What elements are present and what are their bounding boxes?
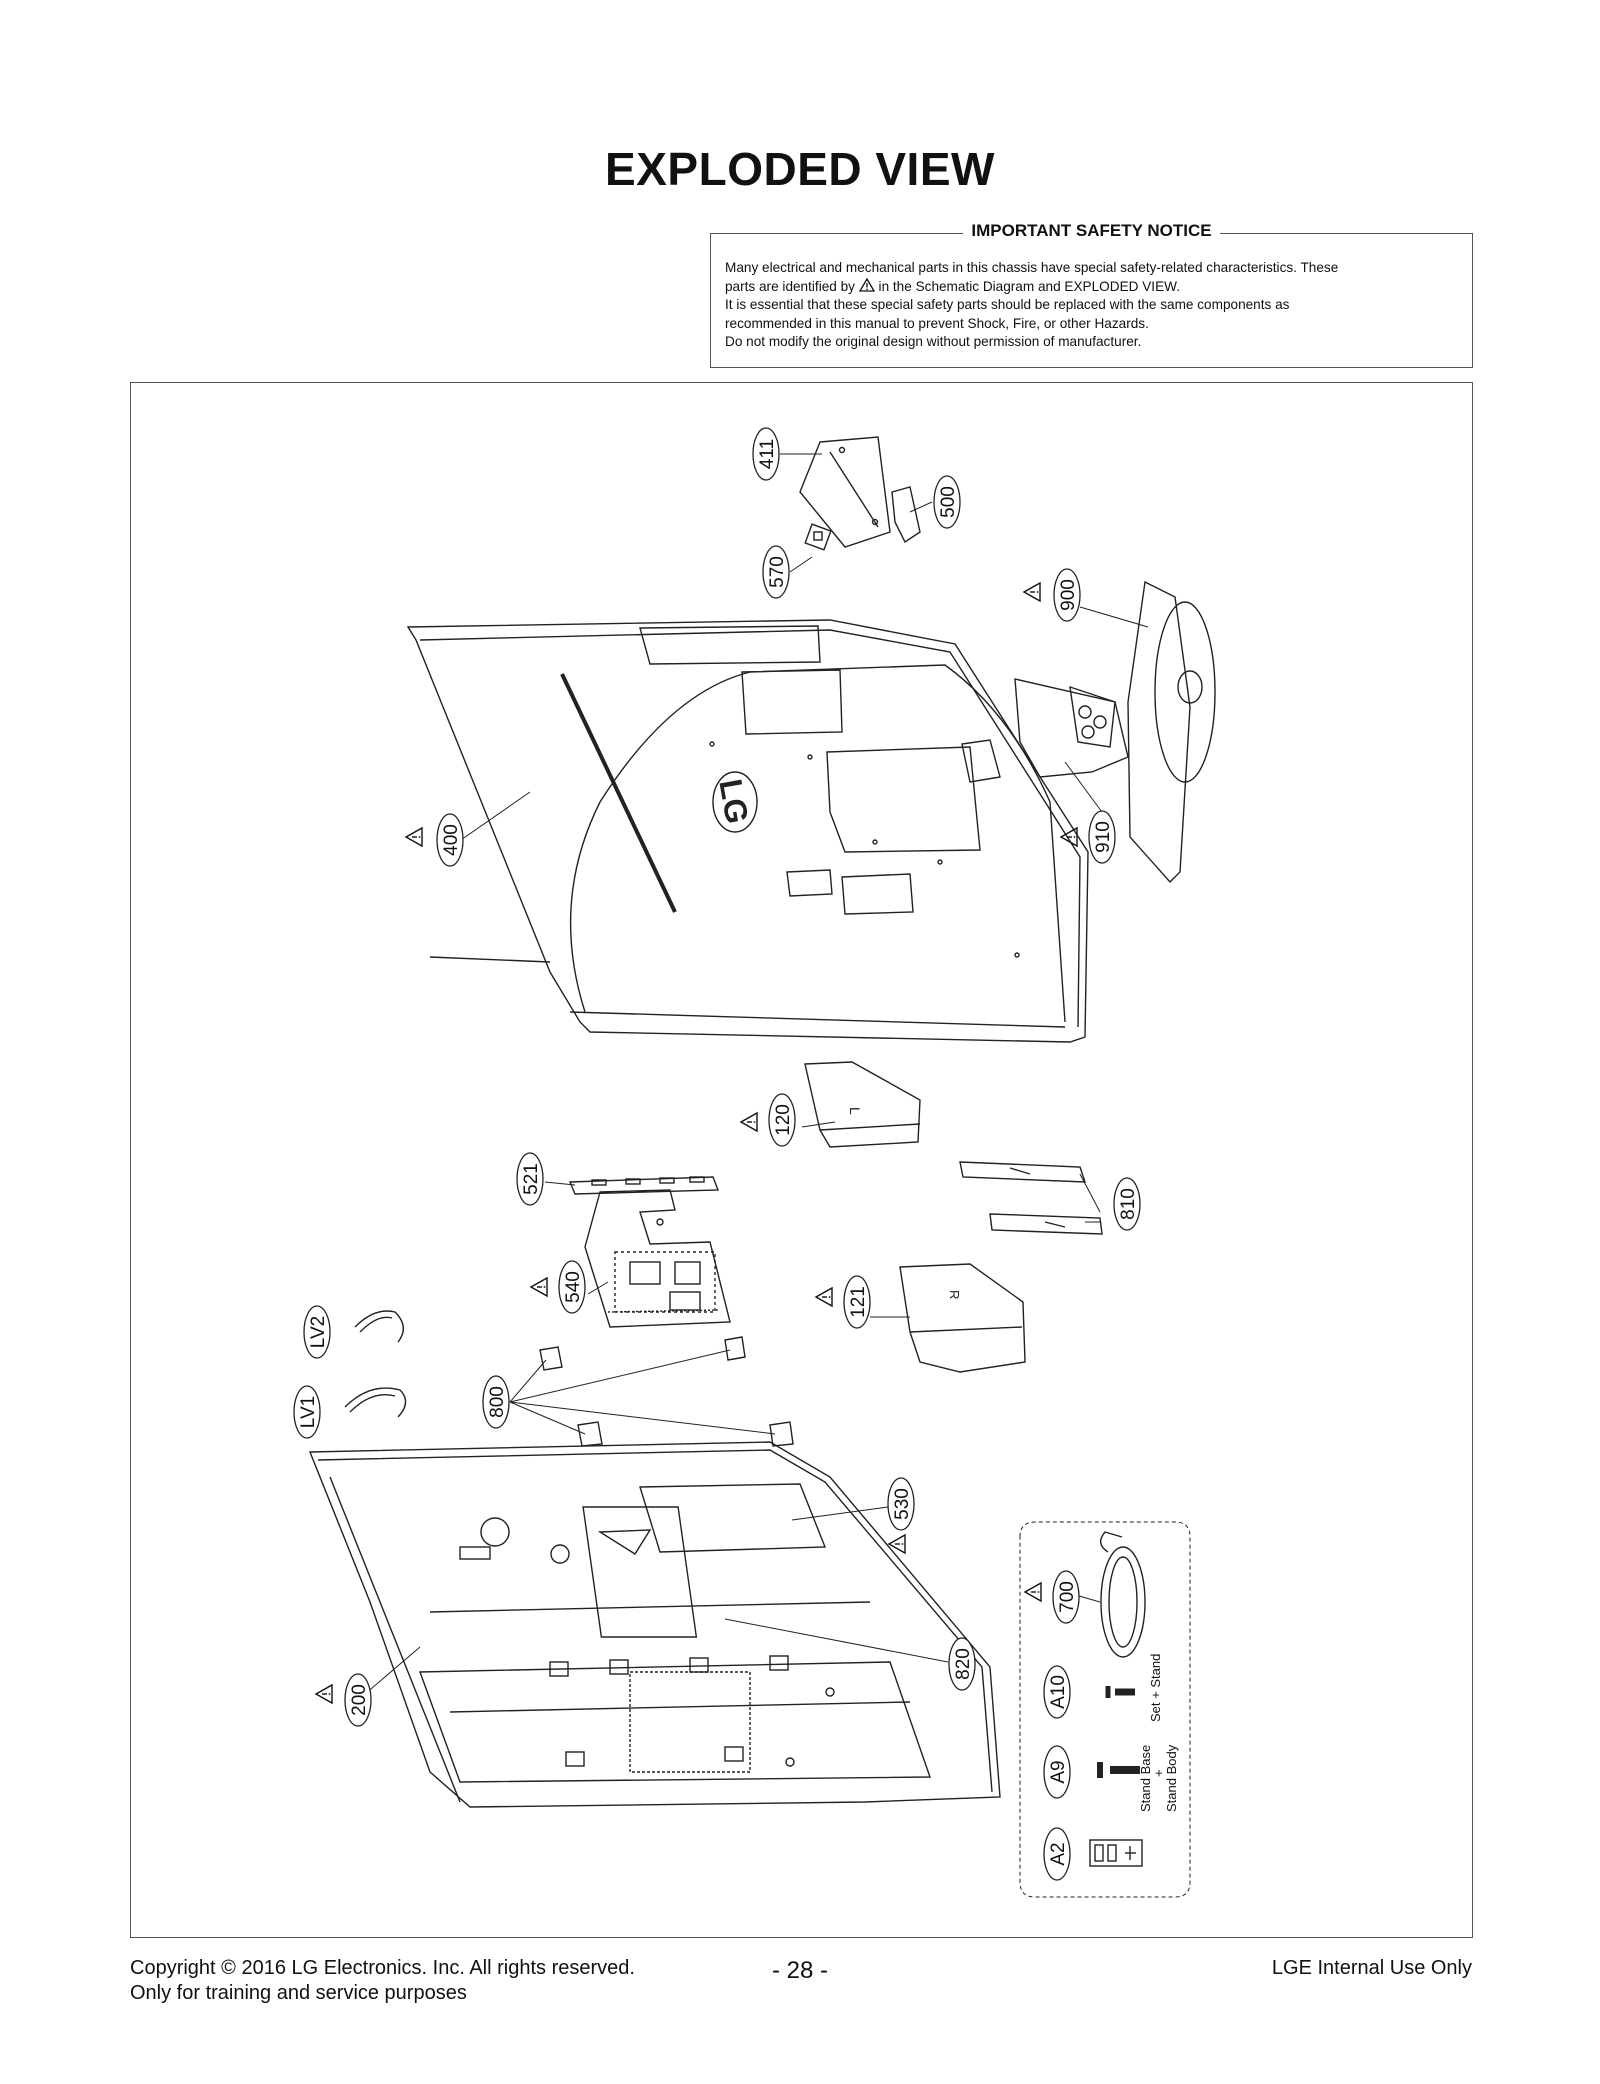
callout-200: 200 — [344, 1673, 372, 1727]
callout-820: 820 — [948, 1637, 976, 1691]
part-700-power-cord — [1100, 1531, 1146, 1658]
callout-lv2: LV2 — [303, 1305, 331, 1359]
svg-text:120: 120 — [773, 1104, 794, 1136]
callout-900: 900 — [1053, 568, 1081, 622]
svg-text:L: L — [847, 1107, 863, 1115]
callout-800: 800 — [482, 1375, 510, 1429]
leader-lines — [357, 453, 1149, 1701]
warning-icon — [815, 1287, 833, 1307]
notice-line: recommended in this manual to prevent Sh… — [725, 315, 1149, 331]
svg-text:A9: A9 — [1048, 1760, 1069, 1783]
callout-121: 121 — [843, 1275, 871, 1329]
warning-icon — [405, 827, 423, 847]
svg-text:810: 810 — [1118, 1188, 1139, 1220]
callout-120: 120 — [768, 1093, 796, 1147]
callout-530: 530 — [887, 1477, 915, 1531]
callout-a10: A10 — [1043, 1665, 1071, 1719]
callout-540: 540 — [558, 1260, 586, 1314]
svg-text:530: 530 — [892, 1488, 913, 1520]
warning-triangle-icon — [858, 277, 875, 292]
part-540-main-board — [584, 1189, 731, 1328]
safety-notice-box: IMPORTANT SAFETY NOTICE Many electrical … — [710, 221, 1473, 368]
part-lv1-cable — [344, 1387, 407, 1418]
svg-text:LV2: LV2 — [308, 1316, 329, 1348]
exploded-view-diagram: LG L — [293, 427, 1216, 1898]
part-400-back-cover: LG — [406, 619, 1089, 1043]
warning-icon — [1023, 582, 1041, 602]
part-a2-label — [1089, 1839, 1143, 1867]
callout-500: 500 — [933, 475, 961, 529]
safety-notice-title: IMPORTANT SAFETY NOTICE — [963, 221, 1220, 240]
copyright-text: Copyright © 2016 LG Electronics. Inc. Al… — [130, 1957, 635, 1979]
warning-icon — [740, 1112, 758, 1132]
label-stand-base: Stand Base — [1138, 1745, 1153, 1812]
part-570-board — [804, 523, 832, 551]
part-a10-screw — [1105, 1686, 1135, 1698]
lg-logo: LG — [712, 776, 755, 826]
callout-411: 411 — [752, 427, 780, 481]
label-set-stand: Set + Stand — [1148, 1654, 1163, 1722]
svg-text:570: 570 — [767, 556, 788, 588]
part-200-panel — [308, 1441, 1001, 1808]
svg-text:820: 820 — [953, 1648, 974, 1680]
diagram-frame — [130, 382, 1473, 1938]
part-500-clip — [891, 486, 921, 544]
label-plus: + — [1151, 1769, 1166, 1777]
purpose-text: Only for training and service purposes — [130, 1982, 467, 2004]
part-900-stand-base — [1127, 580, 1216, 884]
screw-labels: Set + Stand Stand Base + Stand Body — [1138, 1654, 1179, 1812]
part-521-bracket — [568, 1176, 720, 1195]
svg-text:200: 200 — [349, 1684, 370, 1716]
callout-570: 570 — [762, 545, 790, 599]
svg-text:411: 411 — [757, 439, 778, 469]
warning-icon — [1024, 1582, 1042, 1602]
notice-line: Do not modify the original design withou… — [725, 334, 1142, 349]
part-800-brackets — [539, 1336, 794, 1447]
notice-line: Many electrical and mechanical parts in … — [725, 260, 1339, 275]
svg-text:700: 700 — [1057, 1581, 1078, 1613]
svg-text:A10: A10 — [1048, 1675, 1069, 1709]
callout-lv1: LV1 — [293, 1385, 321, 1439]
callout-700: 700 — [1052, 1570, 1080, 1624]
callout-400: 400 — [436, 813, 464, 867]
page-title: EXPLODED VIEW — [605, 143, 995, 195]
callout-521: 521 — [516, 1152, 544, 1206]
svg-text:800: 800 — [487, 1386, 508, 1418]
part-lv2-cable — [354, 1310, 404, 1343]
callout-910: 910 — [1088, 810, 1116, 864]
callout-810: 810 — [1113, 1177, 1141, 1231]
part-910-stand-body — [1014, 678, 1129, 778]
accessory-box — [1019, 1521, 1191, 1898]
svg-text:LV1: LV1 — [298, 1396, 319, 1428]
svg-text:A2: A2 — [1048, 1842, 1069, 1865]
part-120-speaker-left: L — [804, 1061, 921, 1148]
part-121-speaker-right: R — [899, 1263, 1026, 1373]
notice-line: It is essential that these special safet… — [725, 297, 1290, 312]
warning-icon — [530, 1277, 548, 1297]
svg-text:500: 500 — [938, 486, 959, 518]
internal-use-text: LGE Internal Use Only — [1271, 1957, 1472, 1979]
label-stand-body: Stand Body — [1164, 1744, 1179, 1812]
part-callouts: 411 500 570 900 910 400 120 521 810 540 … — [293, 427, 1141, 1881]
svg-text:400: 400 — [441, 824, 462, 856]
part-a9-screw — [1097, 1762, 1140, 1778]
notice-line: parts are identified by in the Schematic… — [725, 277, 1180, 294]
svg-text:R: R — [947, 1290, 962, 1299]
svg-text:540: 540 — [563, 1271, 584, 1303]
svg-text:521: 521 — [521, 1163, 542, 1195]
part-810-brackets — [959, 1161, 1103, 1235]
safety-notice-text: Many electrical and mechanical parts in … — [725, 259, 1458, 352]
svg-text:910: 910 — [1093, 821, 1114, 853]
callout-a9: A9 — [1043, 1745, 1071, 1799]
svg-text:121: 121 — [848, 1286, 869, 1318]
warning-icon — [315, 1684, 333, 1704]
callout-a2: A2 — [1043, 1827, 1071, 1881]
part-530-power-board — [597, 1483, 827, 1555]
page-number: - 28 - — [771, 1957, 828, 1984]
svg-text:900: 900 — [1058, 579, 1079, 611]
part-411-bracket — [799, 436, 891, 548]
